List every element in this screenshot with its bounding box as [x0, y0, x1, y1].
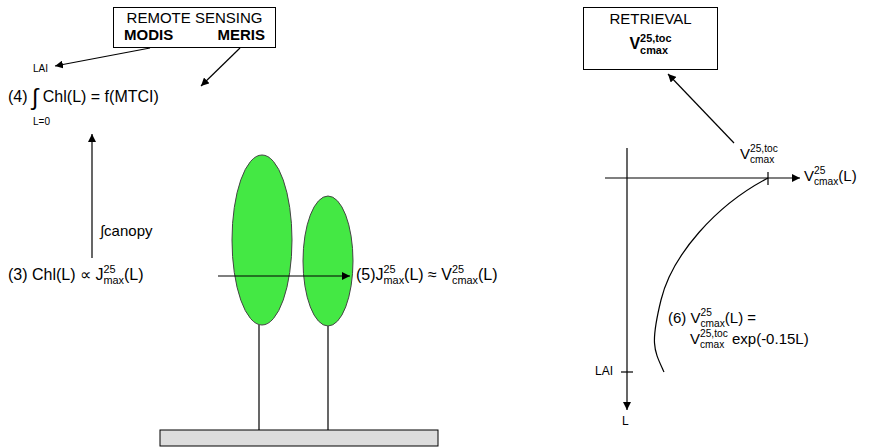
axis-label: LAI: [595, 364, 613, 379]
box-title: REMOTE SENSING: [124, 9, 265, 26]
box-row: MODIS MERIS: [124, 26, 265, 43]
equation: (3) Chl(L) ∝ J25max(L): [8, 264, 144, 287]
sensor-name: MERIS: [217, 26, 265, 43]
text-box: REMOTE SENSINGMODIS MERIS: [113, 7, 276, 48]
equation: (4) ∫ Chl(L) = f(MTCI): [8, 86, 159, 109]
equation: (5)J25max(L) ≈ V25cmax(L): [356, 264, 498, 287]
text-box: RETRIEVAL V25,toccmax: [583, 7, 718, 70]
box-title: RETRIEVAL: [594, 10, 707, 27]
equation: (6) V25cmax(L) = V25,toccmax exp(-0.15L): [668, 308, 809, 351]
tick: [621, 371, 633, 372]
curve-label: V25,toccmax: [740, 144, 778, 165]
parameter-symbol: V25,toccmax: [594, 33, 707, 56]
axis-label: L: [622, 414, 629, 429]
sensor-name: MODIS: [124, 26, 173, 43]
axis-label: V25cmax(L): [804, 166, 857, 187]
tree-crown: [303, 196, 353, 326]
arrow: [55, 48, 150, 66]
annotation: ∫canopy: [100, 222, 152, 241]
ground: [160, 430, 438, 446]
tree-trunk: [258, 325, 259, 430]
arrow: [668, 74, 734, 143]
arrow: [218, 275, 350, 276]
arrow: [91, 134, 92, 258]
axis-label: LAI: [33, 63, 48, 76]
axis: [626, 148, 627, 410]
tree-trunk: [327, 326, 328, 430]
axis-label: L=0: [33, 116, 50, 129]
axis: [605, 177, 800, 178]
arrow: [201, 48, 240, 86]
tree-crown: [232, 155, 292, 325]
